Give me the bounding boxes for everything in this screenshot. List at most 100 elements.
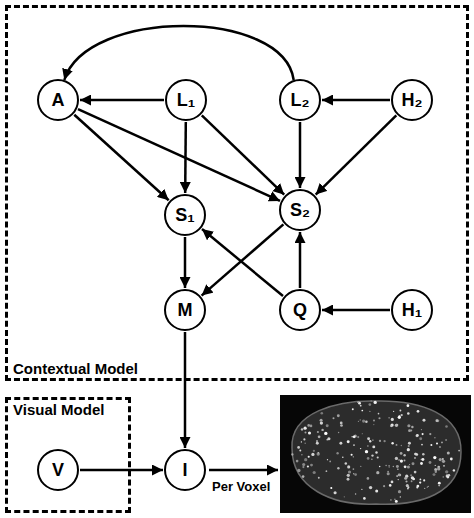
- voxel-dot: [344, 496, 345, 497]
- voxel-dot: [423, 419, 426, 422]
- voxel-dot: [311, 453, 314, 456]
- voxel-dot: [367, 437, 370, 440]
- model-region: Contextual ModelAL₁L₂H₂S₁S₂MQH₁: [5, 5, 469, 381]
- variable-node: H₁: [391, 289, 433, 331]
- voxel-dot: [445, 425, 448, 428]
- voxel-dot: [422, 433, 424, 435]
- voxel-dot: [333, 417, 335, 419]
- voxel-dot: [376, 471, 379, 474]
- dependency-arrow: [78, 109, 280, 201]
- voxel-dot: [421, 429, 422, 430]
- voxel-dot: [365, 450, 368, 453]
- dependency-arrow: [184, 237, 187, 288]
- voxel-dot: [362, 433, 363, 434]
- voxel-dot: [433, 456, 436, 459]
- voxel-dot: [304, 458, 307, 461]
- voxel-dot: [302, 463, 305, 466]
- voxel-dot: [430, 444, 432, 446]
- voxel-dot: [424, 488, 425, 489]
- voxel-dot: [441, 442, 443, 444]
- voxel-dot: [416, 434, 419, 437]
- voxel-dot: [317, 431, 319, 433]
- variable-label: S₁: [175, 205, 194, 225]
- voxel-dot: [355, 493, 356, 494]
- voxel-dot: [378, 417, 380, 419]
- voxel-dot: [377, 456, 379, 458]
- voxel-dot: [397, 469, 398, 470]
- voxel-dot: [398, 416, 401, 419]
- voxel-dot: [310, 425, 313, 428]
- variable-label: A: [52, 90, 65, 110]
- voxel-dot: [399, 410, 401, 412]
- variable-node: L₂: [279, 79, 321, 121]
- voxel-dot: [427, 487, 428, 488]
- voxel-dot: [398, 474, 401, 477]
- voxel-dot: [419, 481, 421, 483]
- voxel-dot: [367, 477, 370, 480]
- voxel-dot: [371, 454, 373, 456]
- voxel-dot: [420, 462, 423, 465]
- voxel-dot: [414, 471, 417, 474]
- voxel-dot: [327, 459, 328, 460]
- dependency-arrow: [184, 332, 187, 448]
- voxel-dot: [358, 402, 361, 405]
- voxel-dot: [353, 468, 355, 470]
- variable-node: L₁: [165, 79, 207, 121]
- voxel-dot: [434, 437, 435, 438]
- voxel-dot: [391, 481, 394, 484]
- voxel-dot: [385, 465, 386, 466]
- voxel-dot: [369, 486, 372, 489]
- voxel-dot: [360, 419, 361, 420]
- voxel-dot: [422, 453, 425, 456]
- variable-node: Q: [279, 289, 321, 331]
- voxel-dot: [395, 457, 398, 460]
- dependency-arrow: [322, 99, 390, 102]
- voxel-dot: [450, 458, 453, 461]
- voxel-dot: [400, 496, 401, 497]
- voxel-dot: [297, 469, 300, 472]
- voxel-dot: [337, 467, 339, 469]
- voxel-dot: [439, 446, 441, 448]
- voxel-dot: [326, 424, 329, 427]
- voxel-dot: [357, 401, 359, 403]
- voxel-dot: [347, 465, 350, 468]
- voxel-dot: [304, 443, 306, 445]
- voxel-dot: [369, 440, 371, 442]
- voxel-dot: [365, 421, 368, 424]
- voxel-dot: [421, 444, 423, 446]
- voxel-dot: [308, 431, 311, 434]
- voxel-dot: [347, 478, 350, 481]
- variable-label: I: [182, 460, 187, 480]
- dependency-arrow: [202, 224, 284, 295]
- voxel-dot: [443, 465, 445, 467]
- variable-label: S₂: [290, 200, 310, 220]
- voxel-dot: [361, 410, 363, 412]
- voxel-dot: [391, 424, 394, 427]
- voxel-dot: [307, 424, 310, 427]
- voxel-dot: [396, 465, 399, 468]
- voxel-dot: [372, 439, 373, 440]
- voxel-dot: [375, 490, 378, 493]
- voxel-dot: [321, 429, 323, 431]
- voxel-dot: [410, 429, 412, 431]
- voxel-dot: [368, 403, 371, 406]
- voxel-dot: [423, 479, 425, 481]
- voxel-dot: [302, 466, 304, 468]
- voxel-dot: [372, 445, 375, 448]
- voxel-dot: [358, 421, 359, 422]
- voxel-dot: [404, 477, 407, 480]
- dependency-arrow: [64, 26, 293, 80]
- voxel-dot: [447, 476, 450, 479]
- voxel-dot: [353, 435, 356, 438]
- voxel-dot: [409, 464, 410, 465]
- region-label: Visual Model: [11, 401, 106, 418]
- voxel-dot: [345, 462, 347, 464]
- voxel-dot: [308, 456, 310, 458]
- voxel-dot: [391, 418, 394, 421]
- voxel-dot: [395, 424, 398, 427]
- voxel-dot: [313, 471, 316, 474]
- voxel-dot: [407, 466, 410, 469]
- voxel-dot: [445, 470, 448, 473]
- voxel-dot: [301, 428, 303, 430]
